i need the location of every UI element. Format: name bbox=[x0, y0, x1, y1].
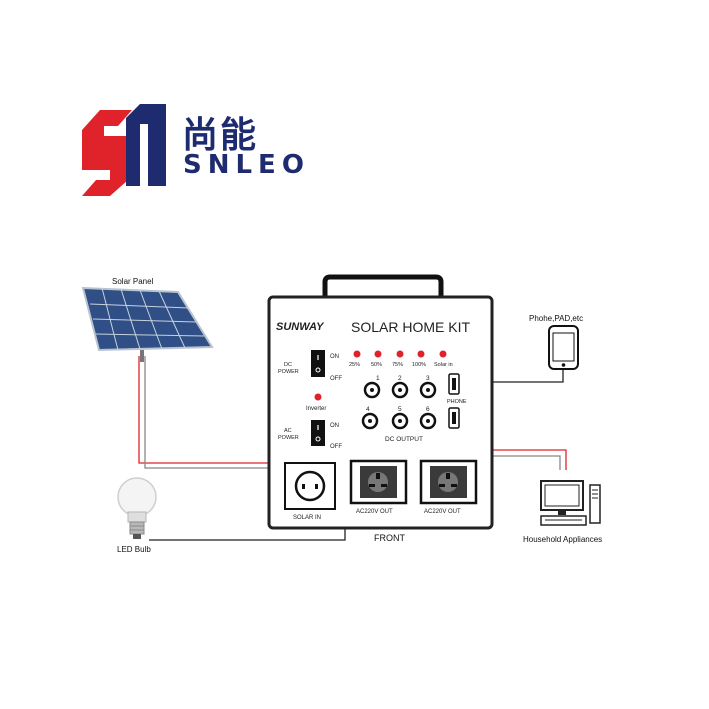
dc-power-switch[interactable] bbox=[311, 350, 325, 377]
dc-power-label-line1: DC bbox=[284, 362, 292, 368]
computer-icon bbox=[540, 480, 601, 526]
front-label: FRONT bbox=[374, 533, 405, 543]
household-appliances-label: Household Appliances bbox=[523, 535, 602, 544]
ac-power-switch[interactable] bbox=[311, 420, 325, 446]
ac-outlet-2[interactable] bbox=[419, 459, 478, 505]
level-25-label: 25% bbox=[349, 362, 360, 368]
solar-in-label: SOLAR IN bbox=[293, 515, 321, 521]
inverter-led bbox=[314, 393, 322, 401]
dc-output-label: DC OUTPUT bbox=[385, 436, 423, 443]
dc-port-4-label: 4 bbox=[366, 406, 370, 413]
solar-panel-icon bbox=[81, 286, 214, 362]
brand-label: SUNWAY bbox=[276, 321, 325, 333]
led-bulb-icon bbox=[117, 477, 157, 539]
solar-home-kit-device: SUNWAY SOLAR HOME KIT 25% 50% 75% 100% S… bbox=[267, 274, 494, 530]
ac-outlet-1[interactable] bbox=[349, 459, 408, 505]
dc-port-3-label: 3 bbox=[426, 375, 430, 382]
smartphone-icon bbox=[548, 325, 579, 370]
level-75-label: 75% bbox=[392, 362, 403, 368]
level-100-label: 100% bbox=[412, 362, 426, 368]
ac-off-label: OFF bbox=[330, 444, 342, 450]
battery-level-leds bbox=[353, 350, 447, 358]
inverter-label: Inverter bbox=[306, 406, 326, 412]
ac-out-1-label: AC220V OUT bbox=[356, 509, 393, 515]
logo-mark-icon bbox=[82, 104, 166, 196]
level-50-label: 50% bbox=[371, 362, 382, 368]
phone-pad-label: Phohe,PAD,etc bbox=[529, 314, 583, 323]
logo-english-text: SNLEO bbox=[183, 150, 310, 180]
logo-chinese-text: 尚能 bbox=[182, 115, 259, 156]
solar-panel-label: Solar Panel bbox=[112, 277, 154, 286]
ac-power-label-line2: POWER bbox=[278, 435, 299, 441]
kit-title: SOLAR HOME KIT bbox=[351, 319, 470, 335]
led-bulb-label: LED Bulb bbox=[117, 545, 151, 554]
ac-on-label: ON bbox=[330, 423, 339, 429]
dc-port-2-label: 2 bbox=[398, 375, 402, 382]
solar-in-socket[interactable] bbox=[284, 462, 336, 510]
solar-in-indicator-label: Solar in bbox=[434, 362, 453, 368]
ac-power-label-line1: AC bbox=[284, 428, 292, 434]
dc-on-label: ON bbox=[330, 354, 339, 360]
dc-off-label: OFF bbox=[330, 376, 342, 382]
ac-out-2-label: AC220V OUT bbox=[424, 509, 461, 515]
dc-port-6-label: 6 bbox=[426, 406, 430, 413]
dc-port-5-label: 5 bbox=[398, 406, 402, 413]
dc-port-1-label: 1 bbox=[376, 375, 380, 382]
phone-port-label: PHONE bbox=[447, 399, 467, 405]
dc-power-label-line2: POWER bbox=[278, 369, 299, 375]
